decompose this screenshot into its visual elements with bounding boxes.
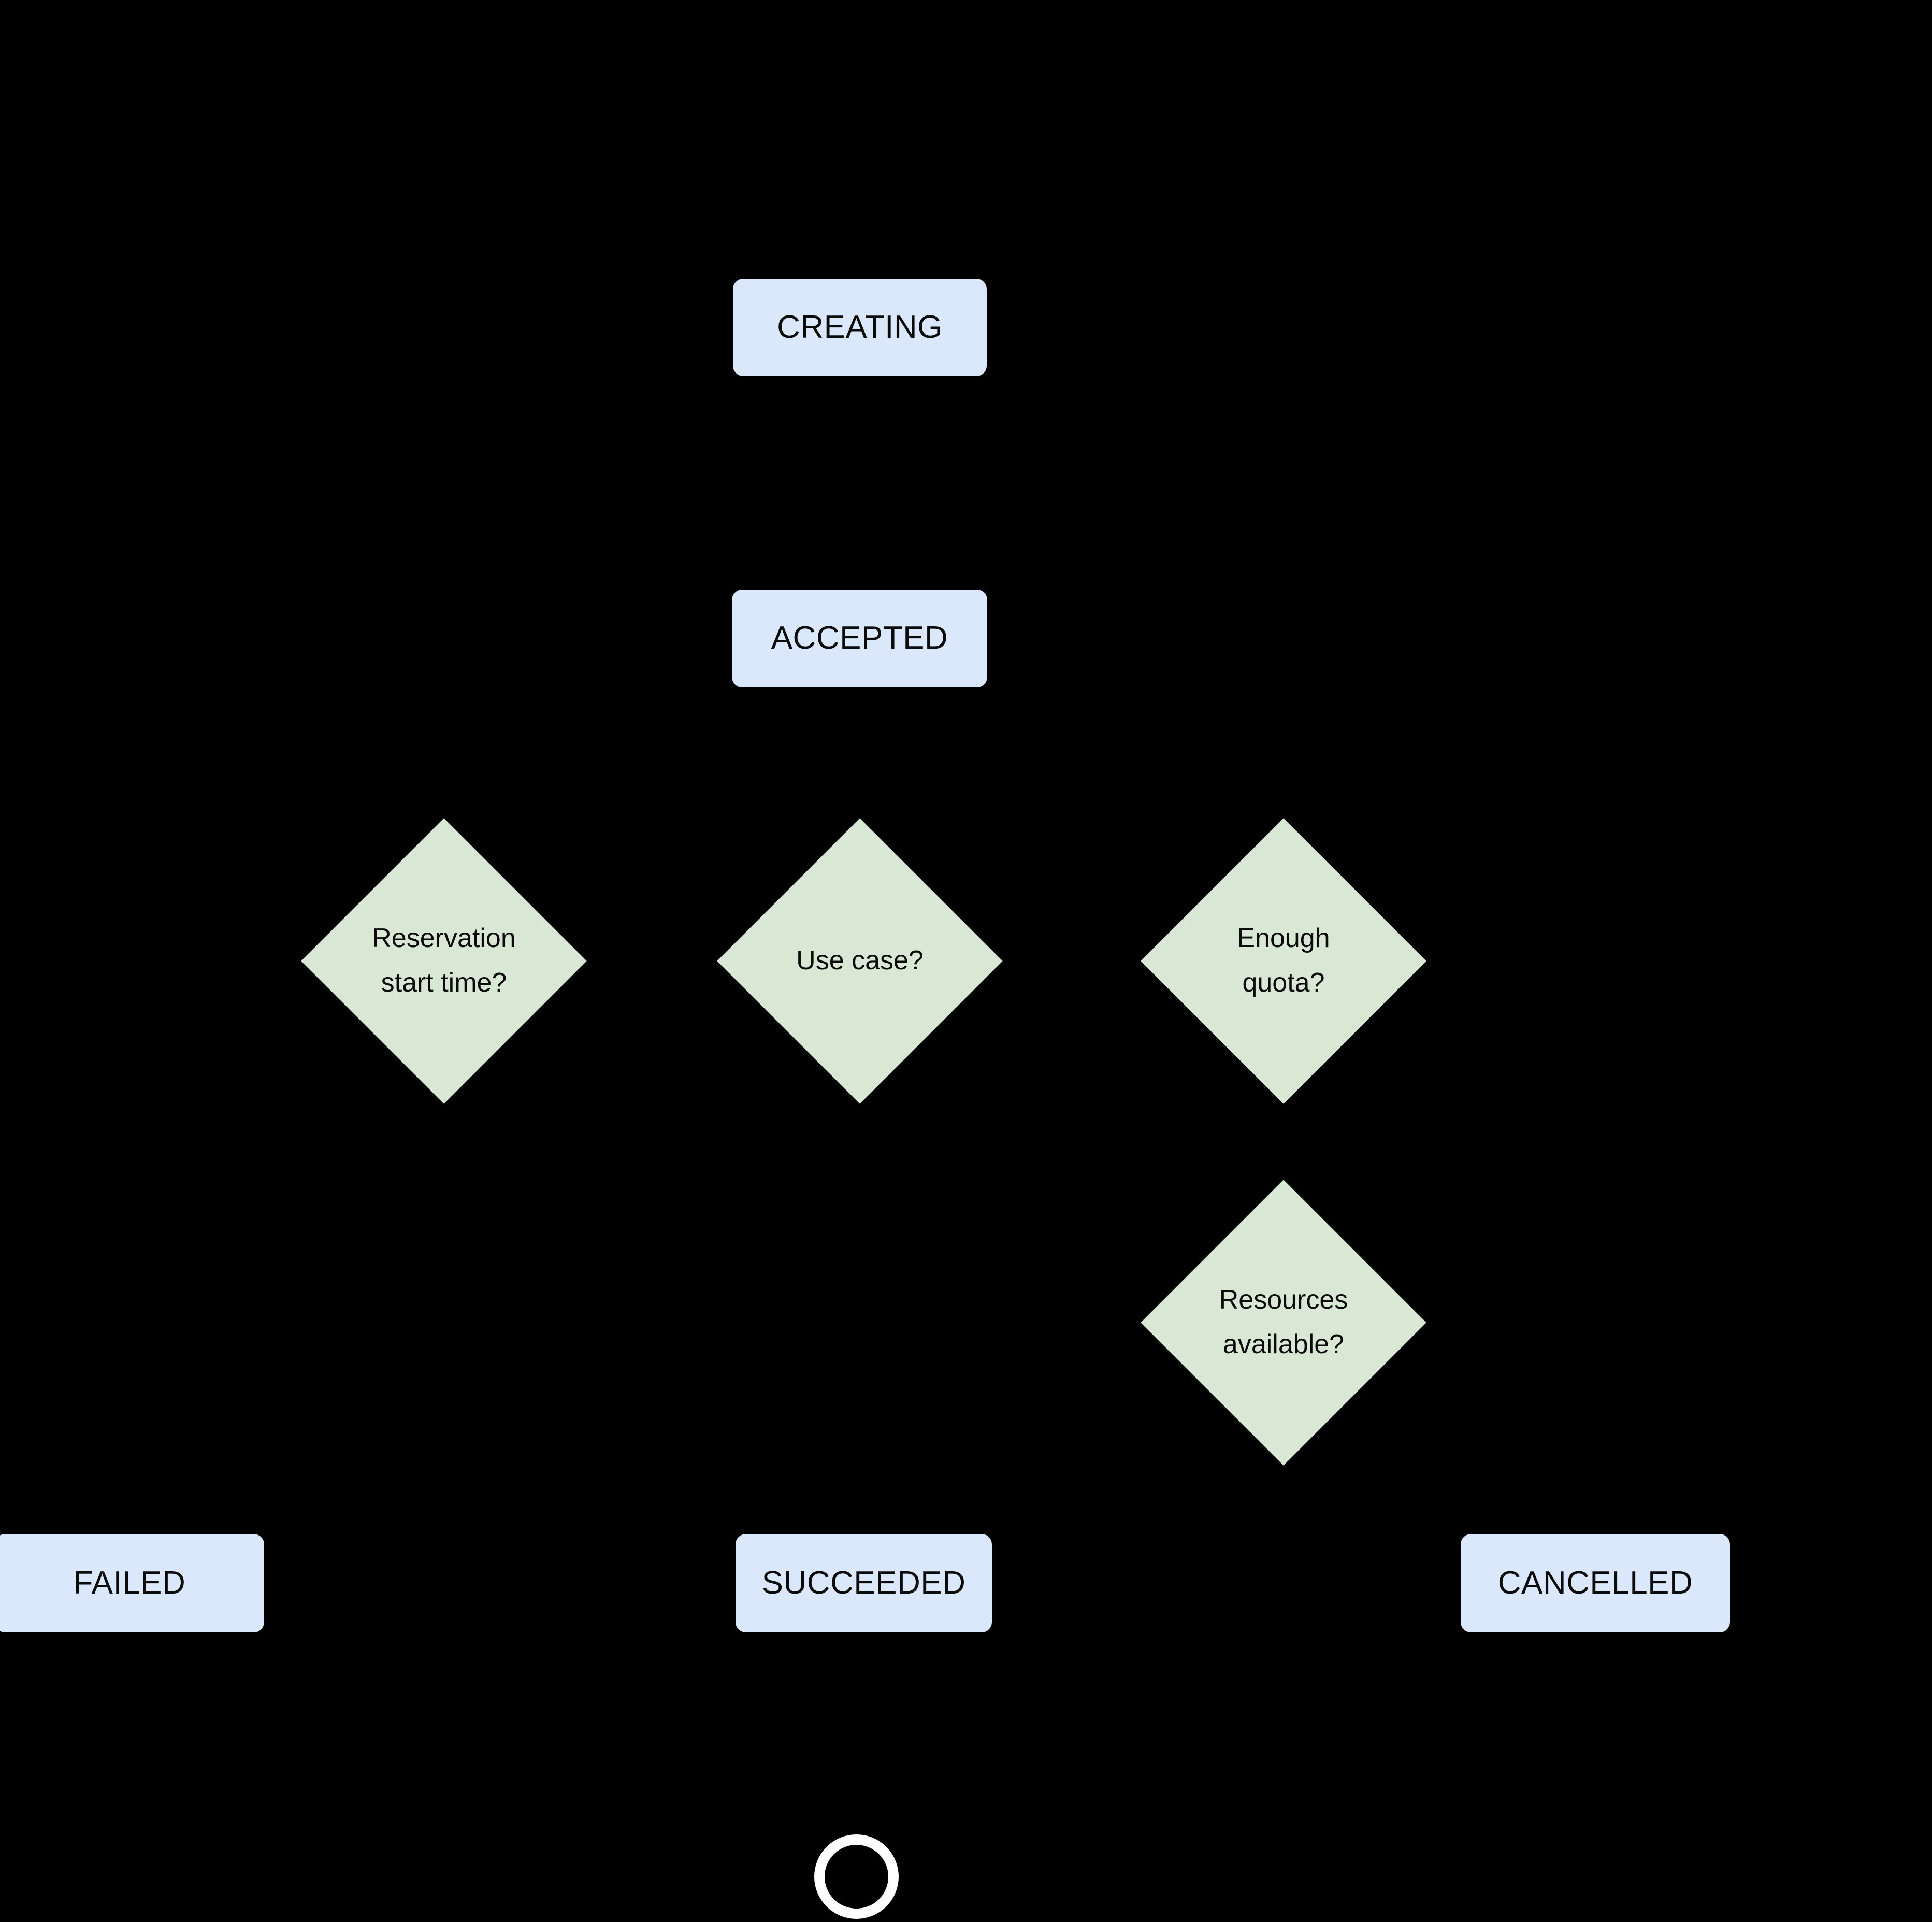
- edge-accepted-quota: [858, 688, 1304, 862]
- decision-node-resources-available[interactable]: Resources available?: [1141, 1180, 1426, 1466]
- edge-resources-cancelled: [1386, 1321, 1616, 1536]
- decision-label-reservation-start-time: Reservation start time?: [372, 923, 516, 998]
- decision-node-enough-quota[interactable]: Enough quota?: [1141, 818, 1426, 1104]
- decision-label-enough-quota: Enough quota?: [1237, 923, 1330, 998]
- state-label-accepted: ACCEPTED: [771, 620, 948, 656]
- decision-node-reservation-start-time[interactable]: Reservation start time?: [301, 818, 587, 1104]
- edge-reservation-failed: [111, 1063, 446, 1536]
- state-label-creating: CREATING: [777, 309, 943, 345]
- edge-quota-cancelled: [1386, 959, 1616, 1536]
- decision-label-use-case: Use case?: [796, 945, 924, 976]
- decision-node-use-case[interactable]: Use case?: [717, 818, 1003, 1104]
- state-node-succeeded[interactable]: SUCCEEDED: [736, 1534, 992, 1632]
- decision-label-resources-available: Resources available?: [1219, 1285, 1348, 1359]
- edge-accepted-reservation: [423, 688, 862, 862]
- state-node-failed[interactable]: FAILED: [0, 1534, 264, 1632]
- state-label-cancelled: CANCELLED: [1497, 1565, 1693, 1601]
- end-terminal-node[interactable]: [814, 1834, 899, 1919]
- state-label-succeeded: SUCCEEDED: [761, 1565, 966, 1601]
- state-node-accepted[interactable]: ACCEPTED: [732, 590, 987, 687]
- state-label-failed: FAILED: [73, 1565, 186, 1601]
- state-node-cancelled[interactable]: CANCELLED: [1461, 1534, 1730, 1632]
- state-node-creating[interactable]: CREATING: [733, 279, 987, 376]
